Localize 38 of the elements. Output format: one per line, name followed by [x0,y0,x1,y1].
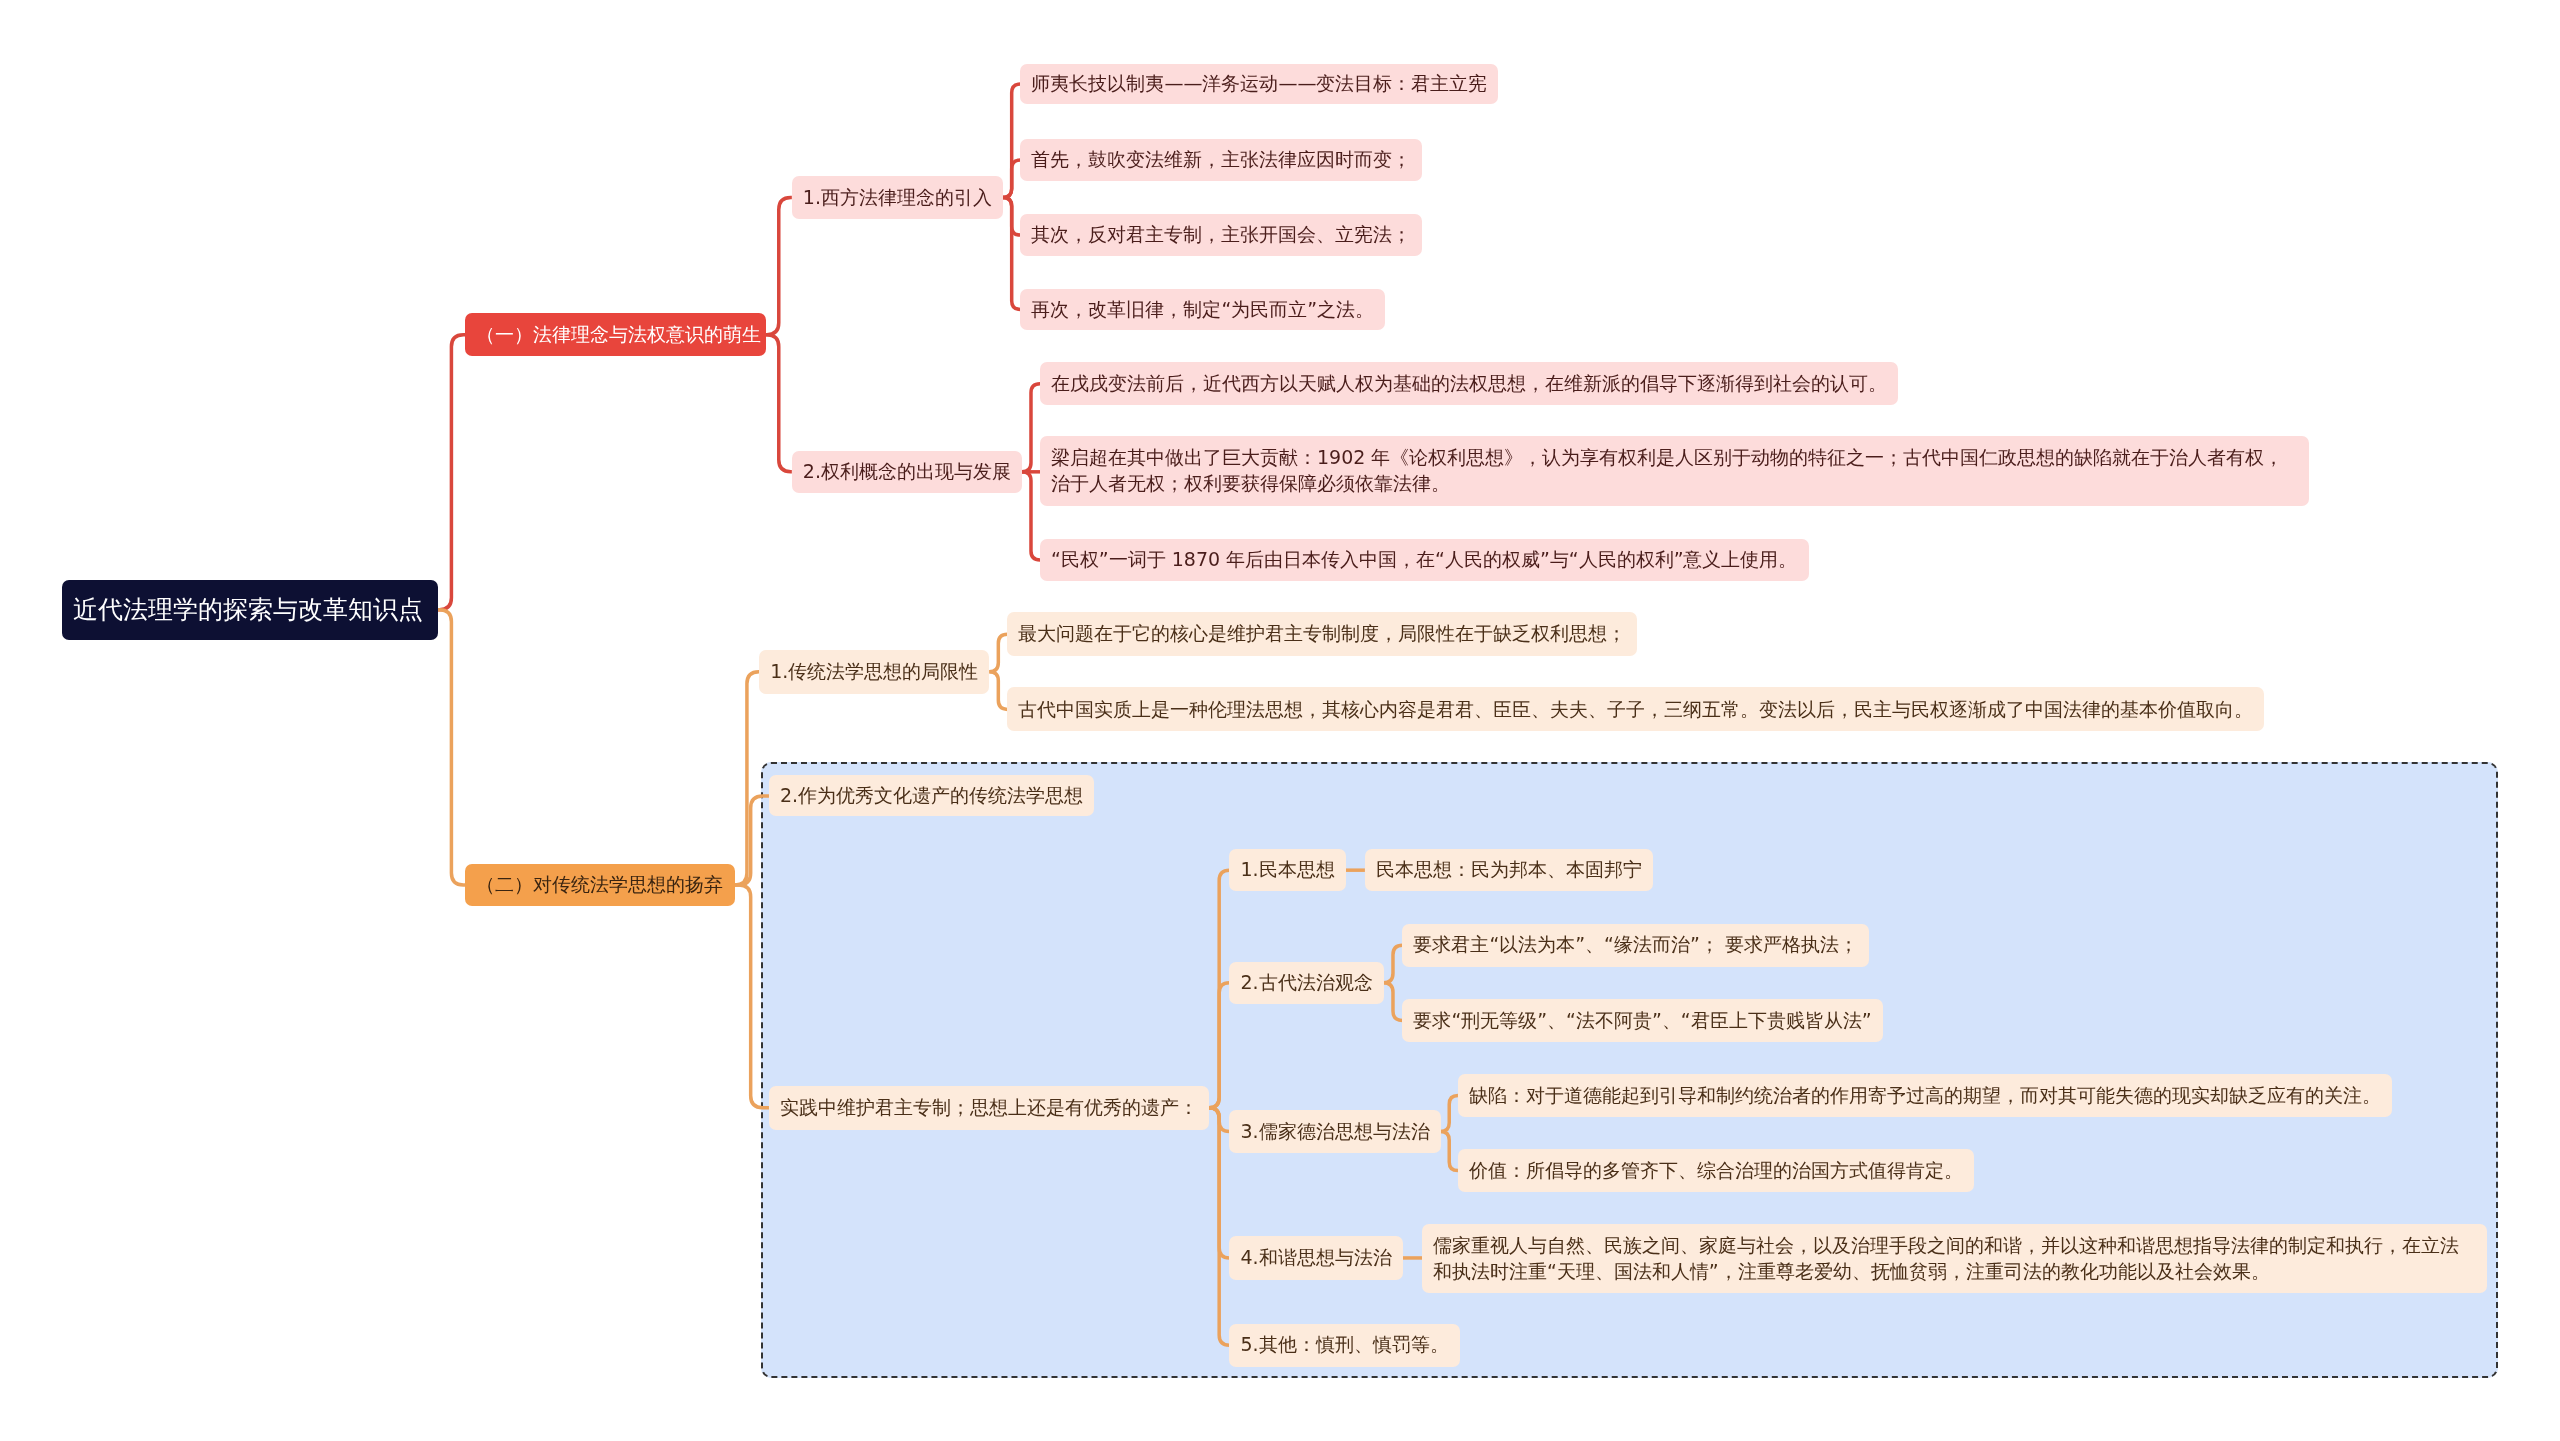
connector-line [987,670,1010,712]
subtopic-box: 1.传统法学思想的局限性 [759,649,990,694]
subtopic-box: “民权”一词于 1870 年后由日本传入中国，在“人民的权威”与“人民的权利”意义上使用。 [1040,538,1809,582]
connector-line [1381,981,1405,1023]
subtopic-box: 2.古代法治观念 [1229,961,1384,1005]
subtopic-box: 其次，反对君主专制，主张开国会、立宪法； [1020,213,1423,257]
dashed-frame [760,762,2498,1378]
connector-line [1020,470,1042,562]
connector-line [1345,868,1365,872]
subtopic-box: 1.西方法律理念的引入 [791,176,1003,219]
subtopic-box: 师夷长技以制夷——洋务运动——变法目标：君主立宪 [1020,63,1499,105]
connector-line [734,883,769,1110]
subtopic-box: 最大问题在于它的核心是维护君主专制制度，局限性在于缺乏权利思想； [1007,612,1638,657]
subtopic-box: 价值：所倡导的多管齐下、综合治理的治国方式值得肯定。 [1457,1149,1974,1192]
connector-line [1438,1129,1460,1173]
subtopic-box: 梁启超在其中做出了巨大贡献：1902 年《论权利思想》，认为享有权利是人区别于动物的特征之一；古代中国仁政思想的缺陷就在于治人者有权，治于人者无权；权利要获得保障必须依靠法律。 [1040,435,2309,507]
branch-topic-box: （一）法律理念与法权意识的萌生 [465,313,766,356]
subtopic-box: 1.民本思想 [1229,848,1346,892]
branch-topic-box: （二）对传统法学思想的扬弃 [465,863,735,907]
subtopic-box: 古代中国实质上是一种伦理法思想，其核心内容是君君、臣臣、夫夫、子子，三纲五常。变法以后，民主与民权逐渐成了中国法律的基本价值取向。 [1007,687,2265,732]
connector-line [765,332,793,474]
subtopic-box: 2.作为优秀文化遗产的传统法学思想 [768,775,1095,817]
subtopic-box: 首先，鼓吹变法维新，主张法律应因时而变； [1020,138,1423,182]
subtopic-box: 要求“刑无等级”、“法不阿贵”、“君臣上下贵贱皆从法” [1402,999,1883,1042]
subtopic-box: 民本思想：民为邦本、本固邦宁 [1364,848,1653,892]
subtopic-box: 5.其他：慎刑、慎罚等。 [1229,1324,1460,1367]
subtopic-box: 3.儒家德治思想与法治 [1229,1110,1441,1153]
connector-line [1402,1256,1423,1260]
subtopic-box: 实践中维护君主专制；思想上还是有优秀的遗产： [768,1085,1209,1130]
subtopic-box: 要求君主“以法为本”、“缘法而治”； 要求严格执法； [1402,924,1869,967]
subtopic-box: 4.和谐思想与法治 [1229,1235,1403,1280]
subtopic-box: 再次，改革旧律，制定“为民而立”之法。 [1020,288,1386,330]
root-topic-box: 近代法理学的探索与改革知识点 [62,579,438,640]
subtopic-box: 在戊戌变法前后，近代西方以天赋人权为基础的法权思想，在维新派的倡导下逐渐得到社会的认可。 [1040,362,1898,405]
subtopic-box: 2.权利概念的出现与发展 [791,450,1022,494]
connector-line [1001,195,1023,312]
subtopic-box: 儒家重视人与自然、民族之间、家庭与社会，以及治理手段之间的和谐，并以这种和谐思想指导法律的制定和执行，在立法和执法时注重“天理、国法和人情”，注重尊老爱幼、抚恤贫弱，注重司法的教化功能以及社会效果。 [1422,1224,2487,1294]
subtopic-box: 缺陷：对于道德能起到引导和制约统治者的作用寄予过高的期望，而对其可能失德的现实却缺乏应有的关注。 [1457,1074,2392,1117]
